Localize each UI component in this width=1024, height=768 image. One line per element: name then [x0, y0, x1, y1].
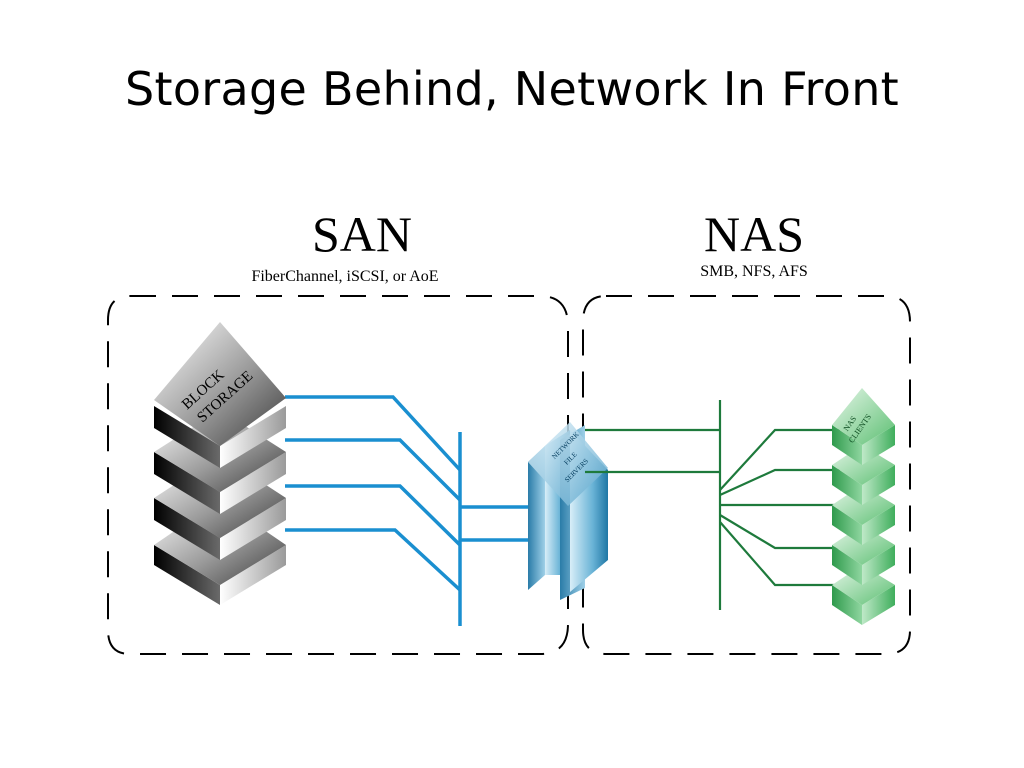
nas-links: [585, 400, 840, 610]
san-border: [107, 295, 569, 655]
nas-border: [582, 295, 911, 655]
san-heading: SAN: [312, 206, 412, 262]
nas-heading: NAS: [704, 206, 804, 262]
nas-clients-stack: NAS CLIENTS: [832, 388, 895, 625]
page-title: Storage Behind, Network In Front: [125, 62, 899, 116]
san-protocols: FiberChannel, iSCSI, or AoE: [251, 268, 438, 285]
block-storage-stack: BLOCK STORAGE: [154, 322, 286, 605]
san-links: [285, 395, 556, 626]
nas-protocols: SMB, NFS, AFS: [700, 263, 808, 280]
network-file-servers: NETWORK FILE SERVERS: [528, 422, 608, 600]
